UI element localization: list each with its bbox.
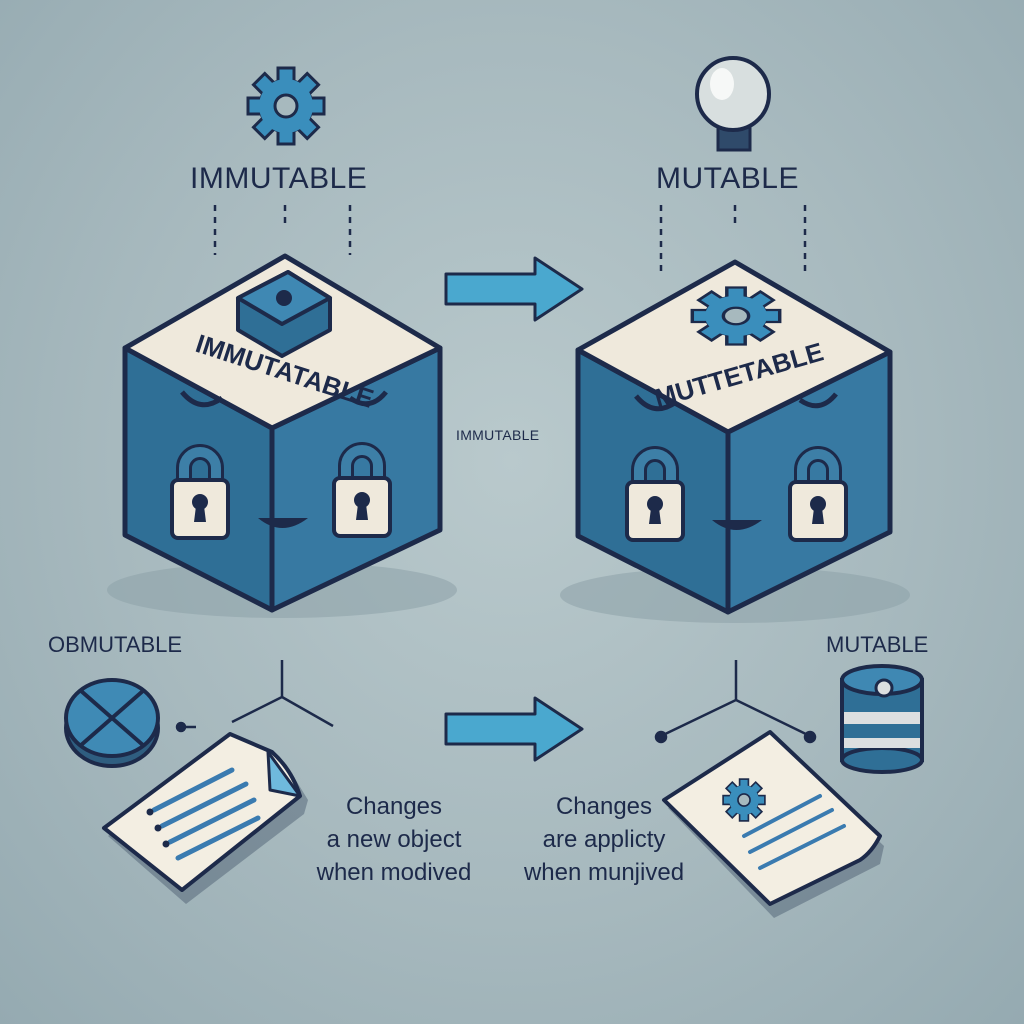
side-label-right: MUTABLE <box>826 632 929 657</box>
pie-chart-icon <box>64 678 160 768</box>
database-icon <box>840 664 924 774</box>
immutable-cube: IMMUTATABLE <box>107 253 457 618</box>
dashed-connectors-left <box>213 205 352 255</box>
gear-icon <box>246 66 326 146</box>
middle-label: IMMUTABLE <box>456 427 540 443</box>
arrow-bottom <box>444 696 584 762</box>
caption-immutable: Changes a new object when modived <box>316 793 472 886</box>
mutable-cube: MUTTETABLE <box>560 259 910 623</box>
document-icon <box>662 730 884 918</box>
document-icon <box>102 732 308 904</box>
heading-immutable: IMMUTABLE <box>190 162 368 195</box>
lightbulb-icon <box>695 56 771 152</box>
caption-mutable: Changes are applicty when munjived <box>523 793 685 886</box>
dashed-connectors-right <box>659 205 807 272</box>
side-label-left: OBMUTABLE <box>48 632 183 657</box>
connector-left <box>175 660 334 733</box>
arrow-top <box>444 256 584 322</box>
heading-mutable: MUTABLE <box>656 162 799 195</box>
connector-right <box>654 660 817 744</box>
